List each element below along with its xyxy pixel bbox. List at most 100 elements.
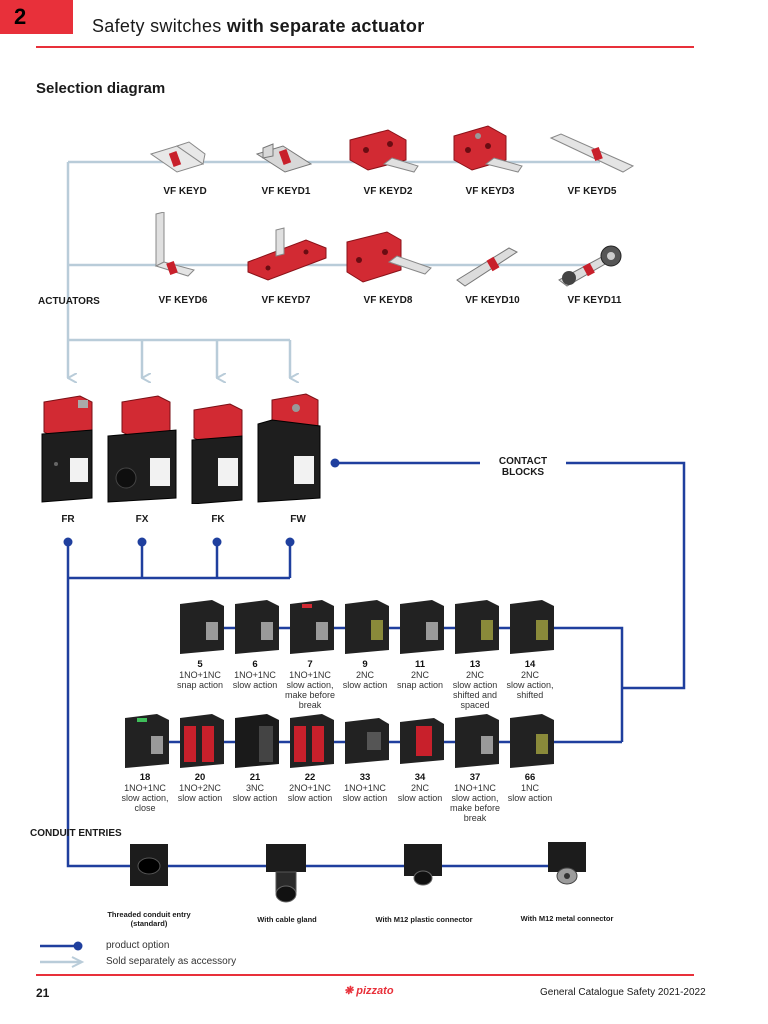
contact-block-number: 20 [194, 772, 206, 783]
switch-fk-image [191, 403, 243, 504]
contact-block-desc: slow action [342, 793, 388, 803]
contact-block-number: 5 [197, 659, 203, 670]
brand-logo-icon: ❋ [344, 985, 354, 997]
contact-block-number: 14 [524, 659, 536, 670]
legend-product-option: product option [106, 940, 170, 951]
conduit-label-line2: (standard) [130, 919, 168, 928]
header-rule [36, 46, 694, 48]
footer-rule [36, 974, 694, 976]
actuator-label: VF KEYD1 [261, 186, 311, 197]
contact-block-image [345, 718, 389, 764]
actuator-keyd8-image [346, 231, 432, 283]
contact-block-desc: snap action [396, 680, 444, 690]
switch-fx-image [107, 395, 177, 503]
contact-block-desc: 3NC [245, 783, 264, 793]
switch-label-fk: FK [211, 514, 225, 525]
contact-block-number: 66 [524, 772, 536, 783]
contact-block-image [455, 714, 499, 768]
contact-block-desc: 1NO+1NC [344, 783, 386, 793]
switch-label-fw: FW [290, 514, 306, 525]
conduit-entries-label: CONDUIT ENTRIES [30, 828, 122, 839]
actuator-keyd7-image [247, 227, 327, 281]
contact-block-desc: 1NC [520, 783, 539, 793]
contact-block-desc: 1NO+2NC [179, 783, 221, 793]
contact-block-number: 13 [469, 659, 481, 670]
actuator-keyd2-image [349, 129, 419, 173]
contact-block-desc: make before [449, 803, 501, 813]
contact-block-image [400, 600, 444, 654]
actuator-keyd5-image [549, 133, 635, 173]
actuator-label: VF KEYD8 [363, 295, 413, 306]
title-bold: with separate actuator [226, 16, 425, 36]
contact-block-desc: make before [284, 690, 336, 700]
conduit-label: Threaded conduit entry(standard) [96, 910, 202, 928]
contact-block-image [125, 714, 169, 768]
contact-block-desc: 2NC [520, 670, 539, 680]
contact-block-desc: 2NC [410, 670, 429, 680]
contact-block-desc: slow action [397, 793, 443, 803]
contact-block-desc: slow action, [451, 793, 499, 803]
contact-block-number: 11 [414, 659, 426, 670]
section-title: Selection diagram [36, 80, 166, 97]
actuator-label: VF KEYD6 [158, 295, 208, 306]
contact-block-desc: spaced [460, 700, 490, 710]
legend-symbols [40, 941, 85, 968]
contact-block-number: 34 [414, 772, 426, 783]
contact-block-desc: 2NC [355, 670, 374, 680]
conduit-m12-plastic-image [404, 844, 442, 886]
contact-block-number: 33 [359, 772, 371, 783]
conduit-label: With cable gland [257, 915, 317, 924]
actuator-label: VF KEYD2 [363, 186, 413, 197]
contact-block-desc: shifted and [452, 690, 498, 700]
contact-block-desc: 2NC [410, 783, 429, 793]
contact-block-desc: slow action, [121, 793, 169, 803]
contact-block-desc: 1NO+1NC [454, 783, 496, 793]
contact-block-desc: slow action [232, 680, 278, 690]
contact-block-desc: slow action [507, 793, 553, 803]
contact-block-desc: slow action [342, 680, 388, 690]
legend-accessory: Sold separately as accessory [106, 956, 237, 967]
actuator-label: VF KEYD3 [465, 186, 515, 197]
conduit-threaded-image [130, 844, 168, 886]
contact-block-desc: slow action [287, 793, 333, 803]
contact-block-image [455, 600, 499, 654]
contact-block-desc: break [298, 700, 322, 710]
actuator-label: VF KEYD [163, 186, 207, 197]
contact-block-desc: 1NO+1NC [124, 783, 166, 793]
contact-block-number: 7 [307, 659, 313, 670]
contact-block-desc: 1NO+1NC [234, 670, 276, 680]
contact-block-desc: shifted [516, 690, 544, 700]
actuator-keyd-image [149, 141, 206, 173]
contact-block-desc: slow action [177, 793, 223, 803]
contact-block-desc: 2NC [465, 670, 484, 680]
brand-logo: ❋ pizzato [344, 984, 394, 997]
chapter-badge: 2 [0, 0, 73, 34]
actuator-label: VF KEYD7 [261, 295, 311, 306]
switch-fw-image [257, 393, 321, 503]
contact-block-number: 18 [139, 772, 151, 783]
contact-block-desc: slow action, [506, 680, 554, 690]
switch-label-fr: FR [61, 514, 75, 525]
conduit-label: With M12 plastic connector [375, 915, 473, 924]
contact-block-desc: 2NO+1NC [289, 783, 331, 793]
conduit-label: With M12 metal connector [520, 914, 614, 923]
actuator-keyd3-image [453, 125, 523, 173]
contact-block-image [235, 714, 279, 768]
page-number: 21 [36, 986, 50, 1000]
actuator-keyd10-image [456, 247, 519, 287]
contact-block-image [180, 714, 224, 768]
contact-block-image [290, 600, 334, 654]
contact-blocks-label: CONTACT BLOCKS [480, 456, 566, 478]
actuator-keyd11-image [558, 245, 622, 287]
contact-block-desc: slow action [232, 793, 278, 803]
